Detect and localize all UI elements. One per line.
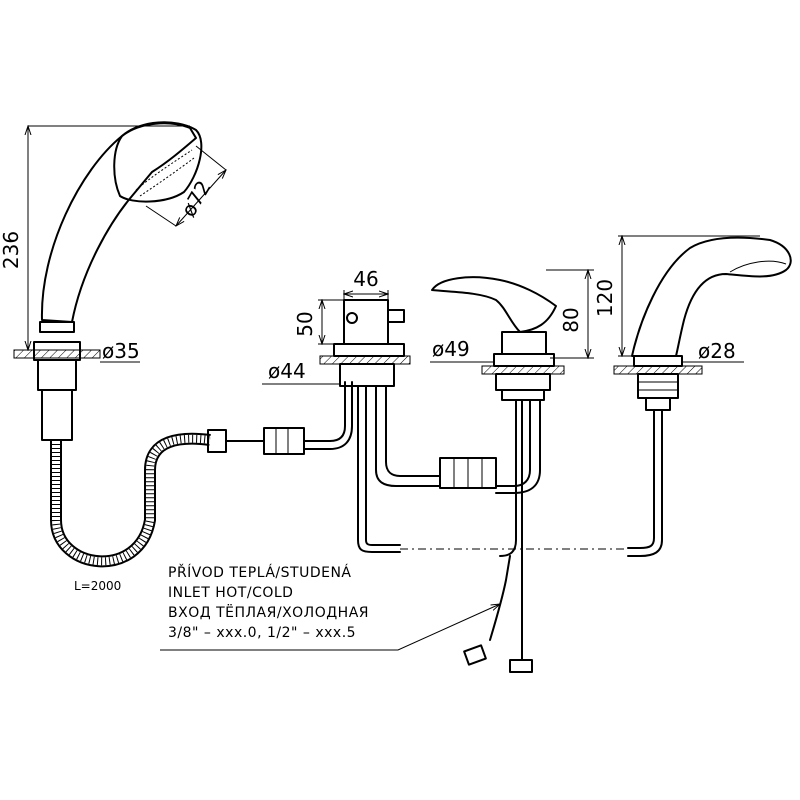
dim-spout-base: ø28 (698, 339, 736, 363)
dim-spout-height: 120 (593, 279, 617, 317)
note-leader (160, 604, 500, 651)
deck-hatch-1 (13, 349, 101, 359)
mixer-tap (431, 276, 565, 673)
spout-body (631, 236, 792, 357)
dim-handshower-base: ø35 (102, 339, 140, 363)
note-line-2: INLET HOT/COLD (168, 585, 293, 601)
dim-mixer-base: ø49 (432, 337, 470, 361)
inlet-note: PŘÍVOD TEPLÁ/STUDENÁ INLET HOT/COLD ВХОД… (160, 564, 500, 651)
hand-shower-handle (40, 122, 197, 323)
mixer-dims (430, 270, 594, 363)
dim-handshower-height: 236 (0, 231, 23, 269)
hose-length-label: L=2000 (74, 579, 121, 593)
hand-shower-body (41, 389, 73, 441)
dim-valve-base: ø44 (268, 359, 306, 383)
dim-valve-width: 46 (353, 267, 378, 291)
hand-shower-nut (39, 321, 75, 333)
note-line-4: 3/8" – xxx.0, 1/2" – xxx.5 (168, 625, 356, 641)
valve-dims (262, 290, 388, 385)
note-line-3: ВХОД ТЁПЛАЯ/ХОЛОДНАЯ (168, 603, 369, 621)
dim-valve-height: 50 (293, 311, 317, 336)
hand-shower-base (37, 359, 77, 391)
handshower-dims (20, 126, 226, 363)
dim-mixer-height: 80 (559, 307, 583, 332)
mixer-lever (431, 276, 557, 333)
note-line-1: PŘÍVOD TEPLÁ/STUDENÁ (168, 564, 352, 581)
flexible-hose (50, 381, 353, 568)
hand-shower (13, 121, 203, 441)
dim-handshower-head: ø72 (176, 176, 216, 221)
spout (613, 236, 792, 557)
spout-dims (618, 236, 760, 363)
diverter-valve (319, 299, 441, 553)
